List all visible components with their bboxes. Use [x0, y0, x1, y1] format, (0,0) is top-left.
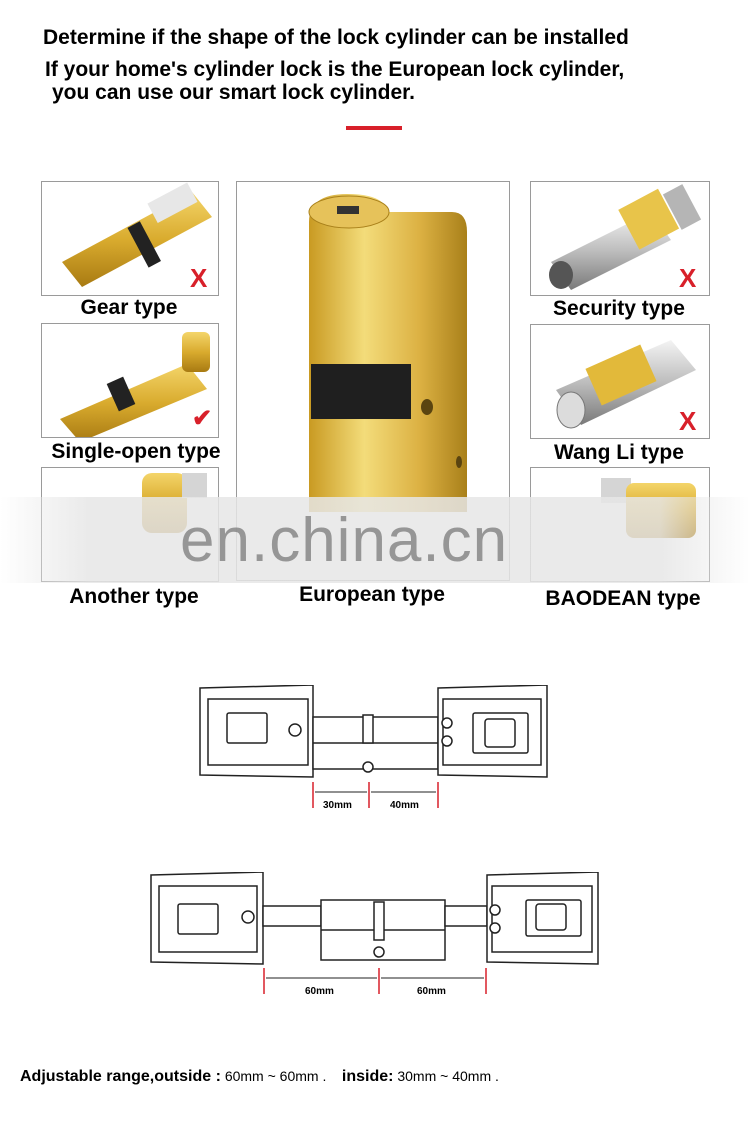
header-line-3: you can use our smart lock cylinder. — [52, 81, 415, 104]
another-type-label: Another type — [69, 585, 199, 608]
inside-value: 30mm ~ 40mm . — [397, 1068, 499, 1084]
wang-li-type-image: X — [530, 324, 710, 439]
european-cylinder-illustration — [308, 194, 467, 512]
dim-label-60mm-right: 60mm — [417, 986, 446, 997]
cross-mark: X — [679, 263, 697, 293]
inside-label: inside: — [341, 1068, 394, 1085]
single-open-type-label: Single-open type — [51, 440, 221, 463]
european-type-label: European type — [299, 583, 445, 606]
cylinder-diagram-short — [199, 685, 548, 808]
gear-type-image: X — [41, 181, 219, 296]
cross-mark: X — [679, 406, 697, 436]
cross-mark: X — [190, 263, 208, 293]
dim-label-40mm: 40mm — [390, 800, 419, 811]
dim-label-60mm-left: 60mm — [305, 986, 334, 997]
outside-value: 60mm ~ 60mm . — [224, 1068, 327, 1084]
header-line-1: Determine if the shape of the lock cylin… — [43, 26, 629, 49]
dim-label-30mm: 30mm — [323, 800, 352, 811]
wang-li-type-label: Wang Li type — [554, 441, 684, 464]
red-divider — [346, 126, 402, 130]
adjustable-range-text: Adjustable range,outside : 60mm ~ 60mm .… — [20, 1068, 499, 1086]
watermark-band — [0, 497, 750, 583]
gear-cylinder-illustration — [62, 182, 212, 287]
outside-label: Adjustable range,outside : — [20, 1068, 221, 1085]
single-open-cylinder-illustration — [60, 332, 210, 437]
baodean-type-label: BAODEAN type — [545, 587, 701, 610]
wang-li-cylinder-illustration — [556, 340, 696, 429]
security-cylinder-illustration — [549, 184, 702, 290]
watermark-text: en.china.cn — [180, 506, 509, 575]
security-type-image: X — [530, 181, 710, 296]
single-open-type-image: ✔ — [41, 323, 219, 438]
security-type-label: Security type — [553, 297, 685, 320]
check-mark: ✔ — [192, 405, 213, 432]
gear-type-label: Gear type — [80, 296, 178, 319]
cylinder-diagram-long — [150, 872, 599, 994]
header-line-2: If your home's cylinder lock is the Euro… — [45, 58, 625, 81]
